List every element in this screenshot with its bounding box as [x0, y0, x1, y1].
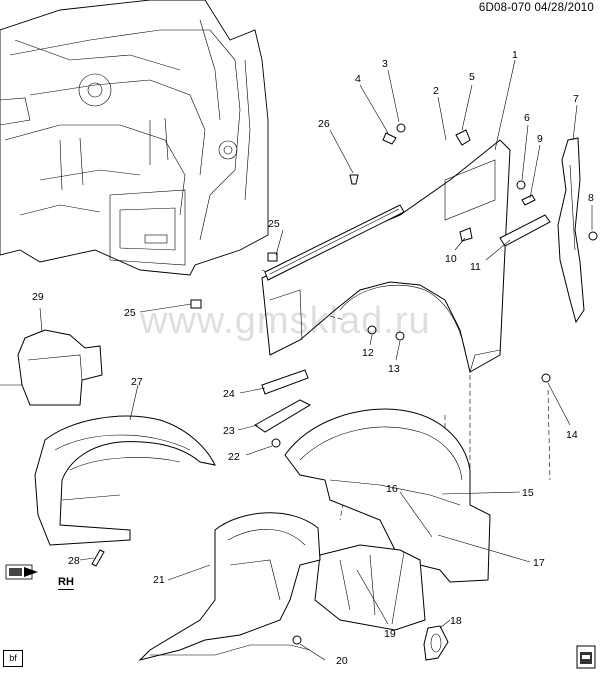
callout-4: 4 [355, 73, 361, 85]
callout-labels: 1 2 3 4 5 6 7 8 9 10 11 12 13 14 15 16 1… [32, 49, 594, 667]
callout-21: 21 [153, 574, 165, 586]
callout-6: 6 [524, 112, 530, 124]
wheelhouse-liner-lower [138, 512, 321, 661]
callout-25-lower: 25 [124, 307, 136, 319]
callout-19: 19 [384, 628, 396, 640]
callout-26: 26 [318, 118, 330, 130]
fender-bracket [557, 137, 585, 324]
fender-molding [264, 204, 405, 281]
front-fender [261, 139, 511, 373]
side-label: RH [58, 576, 74, 590]
callout-15: 15 [522, 487, 534, 499]
callout-25-upper: 25 [268, 218, 280, 230]
watermark: www.gmsklad.ru [140, 300, 431, 342]
diagram-code-text: 6D08-070 [478, 2, 532, 14]
fender-clip-10 [459, 227, 473, 242]
vehicle-icon [576, 645, 596, 669]
front-orientation-icon [5, 564, 38, 580]
callout-10: 10 [445, 253, 457, 265]
callout-8: 8 [588, 192, 594, 204]
callout-3: 3 [382, 58, 388, 70]
bracket-23 [254, 399, 312, 433]
fender-trim-9 [521, 194, 536, 206]
callout-7: 7 [573, 93, 579, 105]
callout-28: 28 [68, 555, 80, 567]
wheelhouse-liner-rear [284, 408, 491, 631]
callout-29: 29 [32, 291, 44, 303]
callout-13: 13 [388, 363, 400, 375]
callout-12: 12 [362, 347, 374, 359]
drain-grommet [423, 625, 449, 661]
bracket-24 [261, 369, 309, 395]
body-structure [0, 0, 269, 276]
callout-22: 22 [228, 451, 240, 463]
callout-14: 14 [566, 429, 578, 441]
splash-shield [17, 329, 103, 406]
callout-24: 24 [223, 388, 235, 400]
diagram-date: 04/28/2010 [534, 2, 594, 14]
fender-trim-11 [499, 214, 551, 247]
callout-17: 17 [533, 557, 545, 569]
callout-1: 1 [512, 49, 518, 61]
callout-2: 2 [433, 85, 439, 97]
callout-9: 9 [537, 133, 543, 145]
callout-18: 18 [450, 615, 462, 627]
callout-27: 27 [131, 376, 143, 388]
corner-label: bf [3, 650, 23, 667]
callout-11: 11 [470, 261, 481, 273]
callout-23: 23 [223, 425, 235, 437]
callout-5: 5 [469, 71, 475, 83]
leader-lines [39, 59, 593, 661]
callout-16: 16 [386, 483, 398, 495]
wheelhouse-liner-left [34, 415, 216, 546]
diagram-code: 6D08-070 04/28/2010 [479, 2, 594, 14]
callout-20: 20 [336, 655, 348, 667]
